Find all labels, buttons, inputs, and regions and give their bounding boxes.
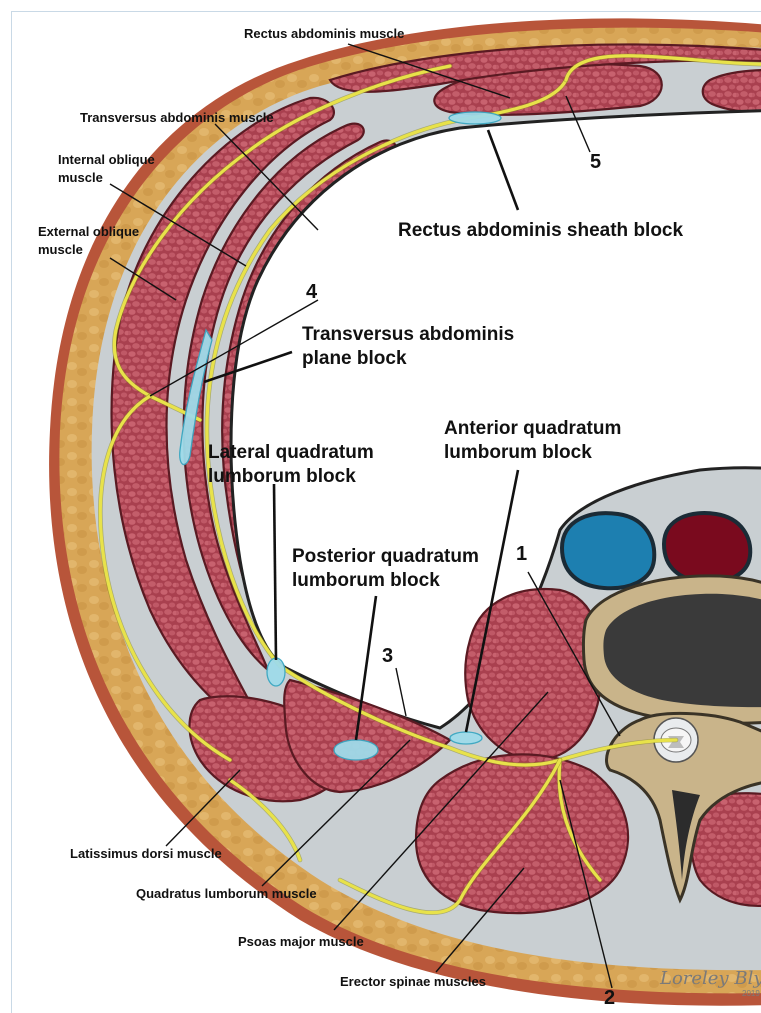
vein-ivc bbox=[562, 513, 654, 588]
label-latissimus-dorsi: Latissimus dorsi muscle bbox=[70, 846, 222, 861]
erector-spinae-muscles bbox=[416, 754, 628, 913]
label-internal-oblique-line1: Internal oblique bbox=[58, 152, 155, 167]
label-rectus-abdominis: Rectus abdominis muscle bbox=[244, 26, 404, 41]
artist-signature: Loreley Bly bbox=[659, 968, 761, 989]
label-external-oblique-line1: External oblique bbox=[38, 224, 139, 239]
label-erector-spinae: Erector spinae muscles bbox=[340, 974, 486, 989]
block-tap-line1: Transversus abdominis bbox=[302, 324, 514, 345]
psoas-major-muscle bbox=[465, 589, 601, 760]
label-transversus-abdominis: Transversus abdominis muscle bbox=[80, 110, 274, 125]
label-external-oblique-line2: muscle bbox=[38, 242, 83, 257]
block-anterior-ql-line1: Anterior quadratum bbox=[444, 418, 621, 439]
number-5: 5 bbox=[590, 151, 601, 173]
block-tap-line2: plane block bbox=[302, 348, 407, 369]
lateral-ql-injectate bbox=[267, 658, 285, 686]
block-posterior-ql-line2: lumborum block bbox=[292, 570, 440, 591]
posterior-ql-injectate bbox=[334, 740, 378, 760]
block-posterior-ql-line1: Posterior quadratum bbox=[292, 546, 479, 567]
rectus-sheath-injectate bbox=[449, 112, 501, 124]
number-1: 1 bbox=[516, 543, 527, 565]
label-quadratus-lumborum: Quadratus lumborum muscle bbox=[136, 886, 317, 901]
aorta bbox=[664, 513, 750, 582]
block-lateral-ql-line1: Lateral quadratum bbox=[208, 442, 374, 463]
number-4: 4 bbox=[306, 281, 318, 303]
number-2: 2 bbox=[604, 987, 615, 1009]
anterior-ql-injectate bbox=[450, 732, 482, 744]
block-lateral-ql-line2: lumborum block bbox=[208, 466, 356, 487]
block-anterior-ql-line2: lumborum block bbox=[444, 442, 592, 463]
label-internal-oblique-line2: muscle bbox=[58, 170, 103, 185]
block-rectus-sheath: Rectus abdominis sheath block bbox=[398, 220, 683, 241]
number-3: 3 bbox=[382, 645, 393, 667]
label-psoas-major: Psoas major muscle bbox=[238, 934, 364, 949]
artist-signature-year: 2019 bbox=[742, 989, 760, 998]
